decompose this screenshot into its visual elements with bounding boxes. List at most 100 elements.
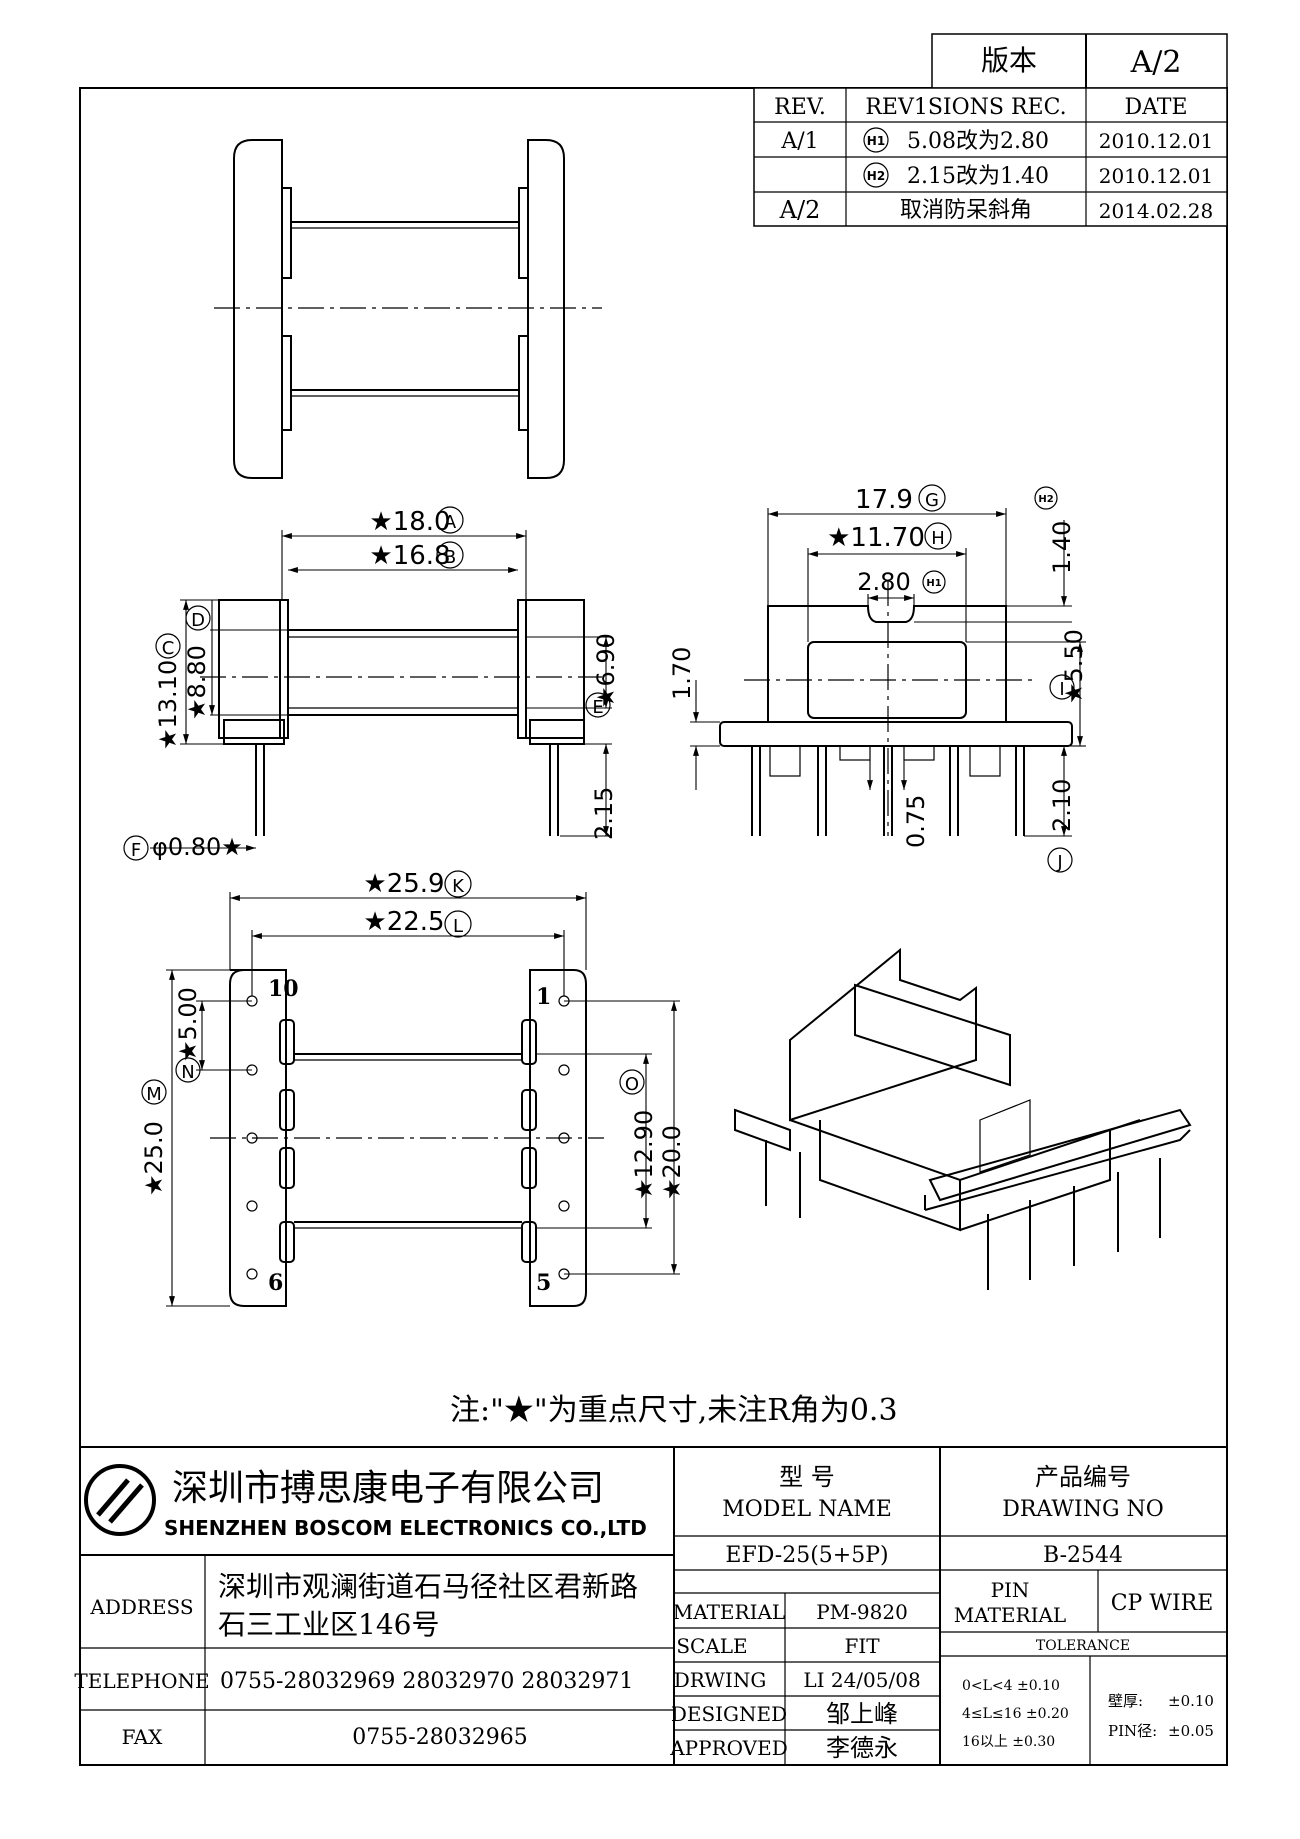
telephone-value: 0755-28032969 28032970 28032971 <box>220 1669 633 1694</box>
dim-f: φ0.80★ <box>152 833 243 861</box>
dim-h2-mark: H2 <box>1038 494 1053 505</box>
dim-a-mark: A <box>444 512 457 533</box>
dim-a: ★18.0 <box>369 507 450 537</box>
scale-label: SCALE <box>676 1634 747 1658</box>
rec-header: REV1SIONS REC. <box>865 95 1066 120</box>
drwing-value: LI 24/05/08 <box>803 1668 920 1692</box>
approved-value: 李德永 <box>826 1734 898 1762</box>
dim-k-mark: K <box>452 876 465 897</box>
pin-label: 5 <box>536 1270 551 1296</box>
tolerance-label: TOLERANCE <box>1036 1638 1130 1654</box>
version-label: 版本 <box>981 44 1037 77</box>
top-view <box>214 139 602 479</box>
rev-date: 2010.12.01 <box>1099 164 1214 188</box>
dim-m: ★25.0 <box>140 1121 168 1196</box>
dim-b-mark: B <box>444 547 456 568</box>
dim-h: ★11.70 <box>827 523 925 553</box>
wall-tolerance: ±0.10 <box>1168 1692 1214 1710</box>
h2-circle-icon <box>863 162 889 188</box>
pin-dia-label: PIN径: <box>1108 1722 1157 1740</box>
title-block: 深圳市搏思康电子有限公司 SHENZHEN BOSCOM ELECTRONICS… <box>74 1446 1227 1765</box>
rev-cell: A/1 <box>780 129 818 154</box>
version-box: 版本 A/2 <box>931 33 1228 89</box>
dim-n: ★5.00 <box>174 987 202 1062</box>
rev-date: 2010.12.01 <box>1099 129 1214 153</box>
dim-o-mark: O <box>625 1074 639 1095</box>
dim-k: ★25.9 <box>363 869 444 899</box>
address-line2: 石三工业区146号 <box>218 1608 439 1641</box>
dim-20: ★20.0 <box>658 1125 686 1200</box>
rev-mark: H2 <box>867 169 885 183</box>
dim-i: ★5.50 <box>1060 629 1088 704</box>
rev-text: 取消防呆斜角 <box>900 198 1032 223</box>
front-view: 17.9 G ★11.70 H 2.80 H1 1.40 H2 ★5.50 I <box>668 484 1088 873</box>
h1-circle-icon <box>863 127 889 153</box>
address-label: ADDRESS <box>89 1595 193 1619</box>
dim-l-mark: L <box>453 916 463 937</box>
dim-g: 17.9 <box>855 485 913 515</box>
pin-material-label: MATERIAL <box>954 1603 1066 1627</box>
rev-mark: H1 <box>867 134 885 148</box>
drwing-label: DRWING <box>674 1668 767 1692</box>
designed-value: 邹上峰 <box>826 1700 898 1728</box>
dim-e-mark: E <box>592 697 603 718</box>
dim-c: ★13.10 <box>154 660 182 750</box>
pin-label: 6 <box>268 1270 283 1296</box>
rev-date: 2014.02.28 <box>1099 199 1214 223</box>
approved-label: APPROVED <box>669 1736 788 1760</box>
scale-value: FIT <box>844 1634 880 1658</box>
company-name-en: SHENZHEN BOSCOM ELECTRONICS CO.,LTD <box>164 1516 647 1540</box>
drawing-label-en: DRAWING NO <box>1002 1497 1164 1522</box>
pin-material-value: CP WIRE <box>1111 1591 1214 1616</box>
dim-n-mark: N <box>181 1062 194 1083</box>
dim-g-mark: G <box>925 490 939 511</box>
pin-label: 10 <box>268 976 299 1002</box>
rev-cell: A/2 <box>779 196 821 224</box>
bottom-view: 10 1 6 5 ★25.9 K ★22.5 L ★25.0 <box>140 869 686 1307</box>
material-label: MATERIAL <box>673 1600 785 1624</box>
tolerance-row: 16以上 ±0.30 <box>962 1734 1055 1750</box>
dim-j-mark: J <box>1056 852 1062 873</box>
drawing-label-cn: 产品编号 <box>1035 1463 1131 1491</box>
model-label-cn: 型 号 <box>779 1463 835 1491</box>
address-line1: 深圳市观澜街道石马径社区君新路 <box>218 1570 638 1603</box>
dim-i-mark: I <box>1059 679 1064 700</box>
model-label-en: MODEL NAME <box>722 1497 892 1522</box>
rev-text: 5.08改为2.80 <box>907 129 1049 154</box>
drawing-no-value: B-2544 <box>1043 1543 1123 1568</box>
note-text: 注:"★"为重点尺寸,未注R角为0.3 <box>450 1393 898 1428</box>
rev-header: REV. <box>774 95 826 120</box>
dim-j: 2.10 <box>1048 779 1076 832</box>
revision-table: REV. REV1SIONS REC. DATE A/1 H1 5.08改为2.… <box>753 87 1228 227</box>
company-name-cn: 深圳市搏思康电子有限公司 <box>172 1468 604 1509</box>
dim-o: ★12.90 <box>630 1110 658 1200</box>
pin-label: 1 <box>536 984 551 1010</box>
material-value: PM-9820 <box>816 1600 908 1624</box>
tolerance-row: 0<L<4 ±0.10 <box>962 1678 1060 1694</box>
telephone-label: TELEPHONE <box>74 1669 209 1693</box>
dim-d: ★8.80 <box>183 645 211 720</box>
side-view: ★18.0 A ★16.8 B ★13.10 C ★8.80 D ★6.90 E… <box>123 506 620 861</box>
dim-f-mark: F <box>131 840 141 861</box>
dim-170: 1.70 <box>668 647 696 700</box>
model-value: EFD-25(5+5P) <box>725 1543 888 1568</box>
dim-h2: 1.40 <box>1048 521 1076 574</box>
wall-label: 壁厚: <box>1108 1692 1143 1710</box>
date-header: DATE <box>1124 95 1187 120</box>
dim-pin-length: 2.15 <box>590 787 618 840</box>
dim-h1: 2.80 <box>857 568 910 596</box>
tolerance-row: 4≤L≤16 ±0.20 <box>962 1706 1069 1722</box>
version-value: A/2 <box>1130 45 1182 80</box>
isometric-view <box>734 947 1192 1290</box>
fax-label: FAX <box>122 1725 164 1749</box>
dim-075: 0.75 <box>902 795 930 848</box>
rev-text: 2.15改为1.40 <box>907 164 1049 189</box>
dim-d-mark: D <box>191 610 205 631</box>
company-logo-icon <box>84 1464 156 1536</box>
pin-material-label: PIN <box>991 1578 1030 1602</box>
dim-l: ★22.5 <box>363 907 444 937</box>
designed-label: DESIGNED <box>671 1702 787 1726</box>
pin-dia-tolerance: ±0.05 <box>1168 1722 1214 1740</box>
dim-h1-mark: H1 <box>926 578 941 589</box>
